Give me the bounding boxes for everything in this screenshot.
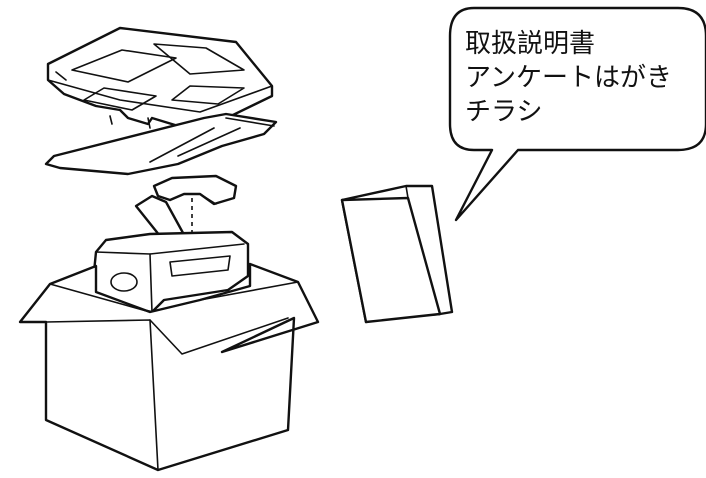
cardboard-box-illustration bbox=[18, 262, 320, 472]
foam-insert-illustration bbox=[46, 26, 274, 134]
plastic-bag-illustration bbox=[44, 112, 278, 176]
folded-manual-illustration bbox=[340, 184, 454, 324]
callout-line-survey-postcard: アンケートはがき bbox=[465, 63, 672, 93]
callout-bubble bbox=[448, 6, 706, 222]
callout-line-manual: 取扱説明書 bbox=[465, 29, 596, 59]
callout-text: 取扱説明書 アンケートはがき チラシ bbox=[465, 27, 697, 129]
device-illustration bbox=[90, 230, 250, 314]
callout-line-flyer: チラシ bbox=[465, 97, 543, 127]
foam-cap-illustration bbox=[152, 174, 238, 246]
